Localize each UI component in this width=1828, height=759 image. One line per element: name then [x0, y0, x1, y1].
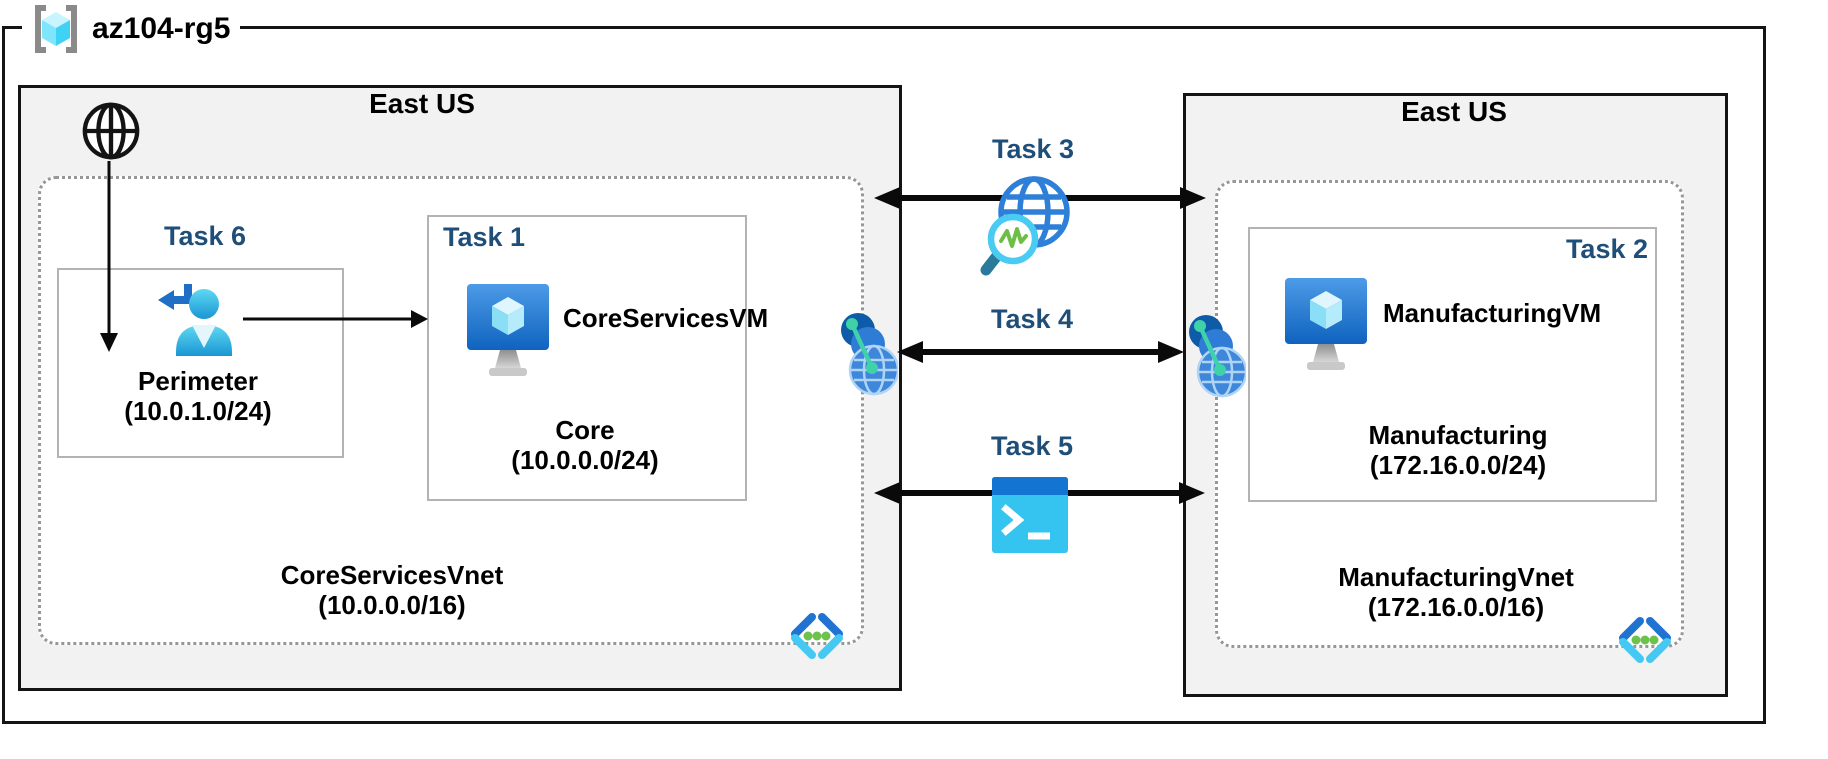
- manufacturing-vnet-label: ManufacturingVnet (172.16.0.0/16): [1338, 562, 1573, 622]
- core-services-vnet-cidr: (10.0.0.0/16): [318, 590, 466, 621]
- virtual-network-icon-left: [791, 613, 843, 659]
- core-services-vnet-name: CoreServicesVnet: [280, 560, 504, 590]
- manufacturing-subnet-label: Manufacturing (172.16.0.0/24): [1368, 420, 1547, 480]
- manufacturing-vnet-name: ManufacturingVnet: [1338, 562, 1574, 592]
- left-region-title: East US: [369, 88, 475, 119]
- resource-group-chip: az104-rg5: [22, 0, 241, 58]
- internet-globe-icon: [82, 102, 140, 160]
- right-region-title: East US: [1401, 96, 1507, 127]
- core-subnet-cidr: (10.0.0.0/24): [511, 445, 659, 476]
- manufacturing-vm-icon: [1285, 278, 1367, 370]
- task3-label: Task 3: [991, 134, 1075, 164]
- task6-label: Task 6: [163, 221, 247, 251]
- task5-label: Task 5: [990, 431, 1074, 461]
- manufacturing-vm-name: ManufacturingVM: [1383, 298, 1602, 328]
- virtual-network-icon-right: [1619, 617, 1671, 663]
- manufacturing-subnet-name: Manufacturing: [1368, 420, 1548, 450]
- resource-group-icon: [35, 5, 77, 53]
- cloud-shell-icon: [992, 477, 1068, 553]
- core-subnet-name: Core: [555, 415, 615, 445]
- core-subnet-label: Core (10.0.0.0/24): [511, 415, 658, 475]
- network-watcher-icon: [980, 176, 1070, 276]
- task1-label: Task 1: [443, 222, 526, 252]
- task4-label: Task 4: [990, 304, 1074, 334]
- core-services-vm-icon: [467, 284, 549, 376]
- perimeter-subnet-cidr: (10.0.1.0/24): [124, 396, 272, 427]
- core-services-vnet-label: CoreServicesVnet (10.0.0.0/16): [281, 560, 504, 620]
- resource-group-name: az104-rg5: [92, 12, 231, 45]
- manufacturing-vnet-cidr: (172.16.0.0/16): [1367, 592, 1545, 623]
- core-services-vm-name: CoreServicesVM: [563, 303, 769, 333]
- perimeter-subnet-name: Perimeter: [138, 366, 258, 396]
- task2-label: Task 2: [1565, 234, 1648, 264]
- perimeter-subnet-label: Perimeter (10.0.1.0/24): [124, 366, 271, 426]
- user-return-arrow-icon: [158, 284, 232, 356]
- manufacturing-subnet-cidr: (172.16.0.0/24): [1369, 450, 1547, 481]
- vnet-peering-icon-right: [1189, 315, 1246, 398]
- vnet-peering-icon-left: [841, 313, 898, 396]
- task1-core-subnet-box: [427, 215, 747, 501]
